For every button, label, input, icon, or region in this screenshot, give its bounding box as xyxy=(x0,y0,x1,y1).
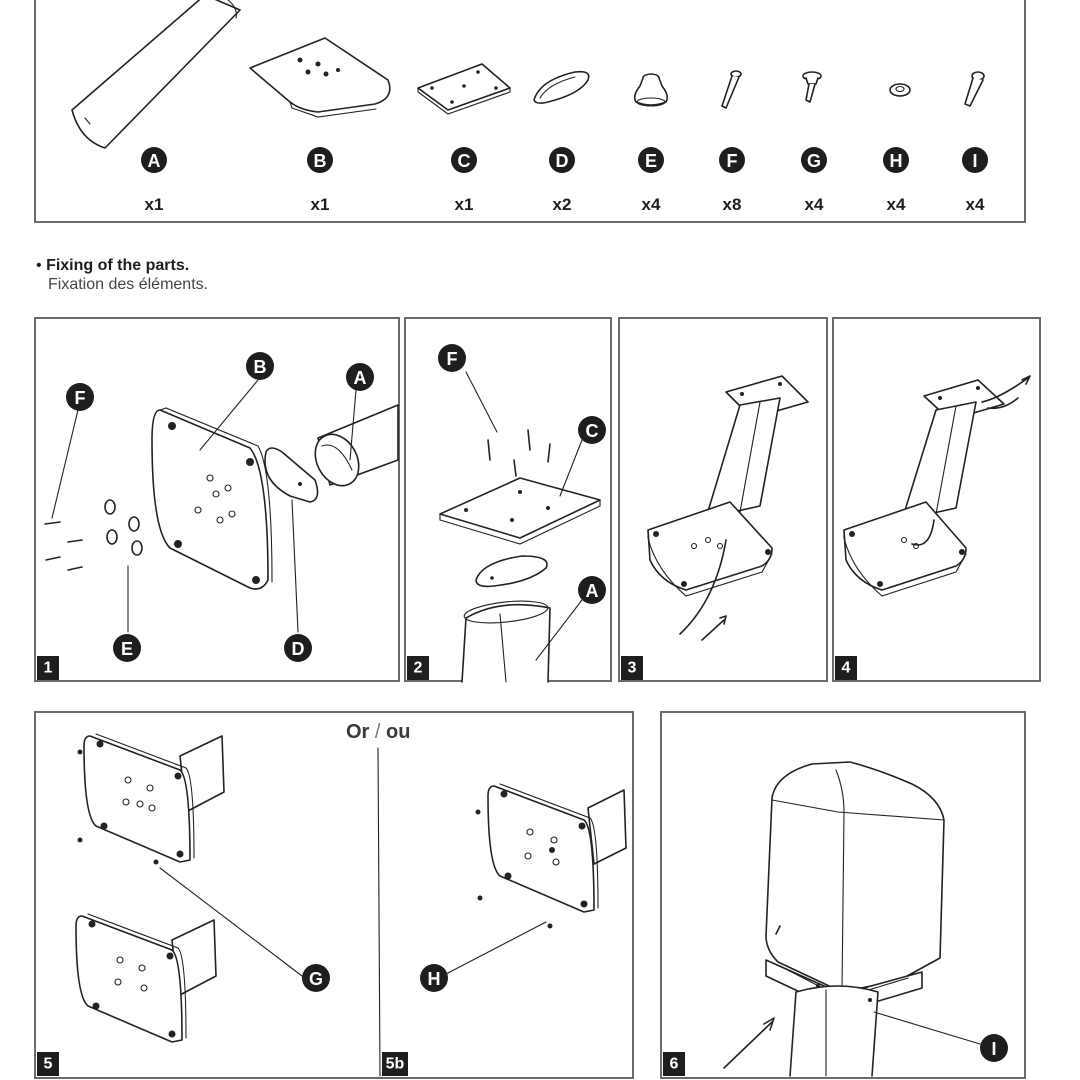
svg-text:E: E xyxy=(645,151,657,171)
step-1-callout-b: B xyxy=(246,352,274,380)
svg-text:G: G xyxy=(309,969,323,989)
or-separator-label: Or / ou xyxy=(346,721,410,743)
part-badge-g: G xyxy=(801,147,827,173)
step-5b-label: 5b xyxy=(382,1052,408,1076)
svg-text:3: 3 xyxy=(628,660,637,677)
step-6-label: 6 xyxy=(663,1052,685,1076)
svg-text:B: B xyxy=(254,357,267,377)
svg-text:H: H xyxy=(890,151,903,171)
step-1-callout-a: A xyxy=(346,363,374,391)
svg-text:F: F xyxy=(447,349,458,369)
svg-text:D: D xyxy=(556,151,569,171)
step-2-label: 2 xyxy=(407,656,429,680)
section-title-en: Fixing of the parts. xyxy=(46,257,190,274)
step-1-callout-d: D xyxy=(284,634,312,662)
step-5-leader-g xyxy=(159,867,303,977)
step-5-callout-g: G xyxy=(302,964,330,992)
svg-text:2: 2 xyxy=(414,660,423,677)
section-bullet: • xyxy=(36,257,42,274)
svg-text:C: C xyxy=(586,421,599,441)
part-qty-c: x1 xyxy=(455,195,474,214)
part-qty-a: x1 xyxy=(145,195,164,214)
step-5b-leader-h xyxy=(445,921,547,975)
part-badge-a: A xyxy=(141,147,167,173)
part-qty-h: x4 xyxy=(887,195,906,214)
svg-text:H: H xyxy=(428,969,441,989)
step-6-drawing xyxy=(723,761,945,1077)
step-1-callout-e: E xyxy=(113,634,141,662)
svg-text:G: G xyxy=(807,151,821,171)
part-qty-f: x8 xyxy=(723,195,742,214)
step-5-bottom-drawing xyxy=(75,913,217,1043)
part-a-tube-drawing xyxy=(71,0,241,149)
part-e-foot-drawing xyxy=(633,73,669,107)
step-5b-drawing xyxy=(475,783,627,929)
part-badge-i: I xyxy=(962,147,988,173)
part-qty-e: x4 xyxy=(642,195,661,214)
or-divider-line xyxy=(377,747,381,1077)
part-badge-f: F xyxy=(719,147,745,173)
svg-text:A: A xyxy=(148,151,161,171)
svg-text:D: D xyxy=(292,639,305,659)
part-g-screw-drawing xyxy=(802,71,822,103)
part-d-gasket-drawing xyxy=(533,70,590,104)
svg-text:E: E xyxy=(121,639,133,659)
part-badge-e: E xyxy=(638,147,664,173)
step-5-top-drawing xyxy=(77,733,225,865)
step-1-callout-f: F xyxy=(66,383,94,411)
part-badge-h: H xyxy=(883,147,909,173)
step-2-drawing xyxy=(439,371,601,683)
svg-text:I: I xyxy=(972,151,977,171)
part-b-plate-drawing xyxy=(249,37,391,118)
step-6-callout-i: I xyxy=(980,1034,1008,1062)
step-5b-callout-h: H xyxy=(420,964,448,992)
svg-text:6: 6 xyxy=(670,1056,679,1073)
svg-text:5: 5 xyxy=(44,1056,53,1073)
svg-text:B: B xyxy=(314,151,327,171)
step-2-callout-f: F xyxy=(438,344,466,372)
step-1-drawing xyxy=(44,379,399,633)
part-f-screw-drawing xyxy=(721,70,742,109)
part-badge-d: D xyxy=(549,147,575,173)
svg-text:F: F xyxy=(75,388,86,408)
svg-text:4: 4 xyxy=(842,660,851,677)
svg-text:1: 1 xyxy=(44,660,53,677)
step-1-label: 1 xyxy=(37,656,59,680)
part-qty-i: x4 xyxy=(966,195,985,214)
step-3-label: 3 xyxy=(621,656,643,680)
svg-text:A: A xyxy=(354,368,367,388)
svg-text:A: A xyxy=(586,581,599,601)
section-heading: • Fixing of the parts. Fixation des élém… xyxy=(36,256,208,294)
step-6-leader-i xyxy=(873,1011,981,1045)
svg-text:F: F xyxy=(727,151,738,171)
step-3-drawing xyxy=(647,375,809,641)
part-i-screw-drawing xyxy=(964,71,985,107)
section-title-fr: Fixation des éléments. xyxy=(48,276,209,293)
svg-text:5b: 5b xyxy=(386,1056,405,1073)
part-badge-c: C xyxy=(451,147,477,173)
part-c-mount-plate-drawing xyxy=(417,63,511,115)
step-2-callout-c: C xyxy=(578,416,606,444)
part-qty-b: x1 xyxy=(311,195,330,214)
part-qty-d: x2 xyxy=(553,195,572,214)
part-h-washer-drawing xyxy=(889,83,911,97)
part-qty-g: x4 xyxy=(805,195,824,214)
step-2-callout-a: A xyxy=(578,576,606,604)
svg-text:C: C xyxy=(458,151,471,171)
part-badge-b: B xyxy=(307,147,333,173)
step-4-label: 4 xyxy=(835,656,857,680)
svg-text:I: I xyxy=(991,1039,996,1059)
step-4-drawing xyxy=(843,375,1031,597)
step-5-label: 5 xyxy=(37,1052,59,1076)
